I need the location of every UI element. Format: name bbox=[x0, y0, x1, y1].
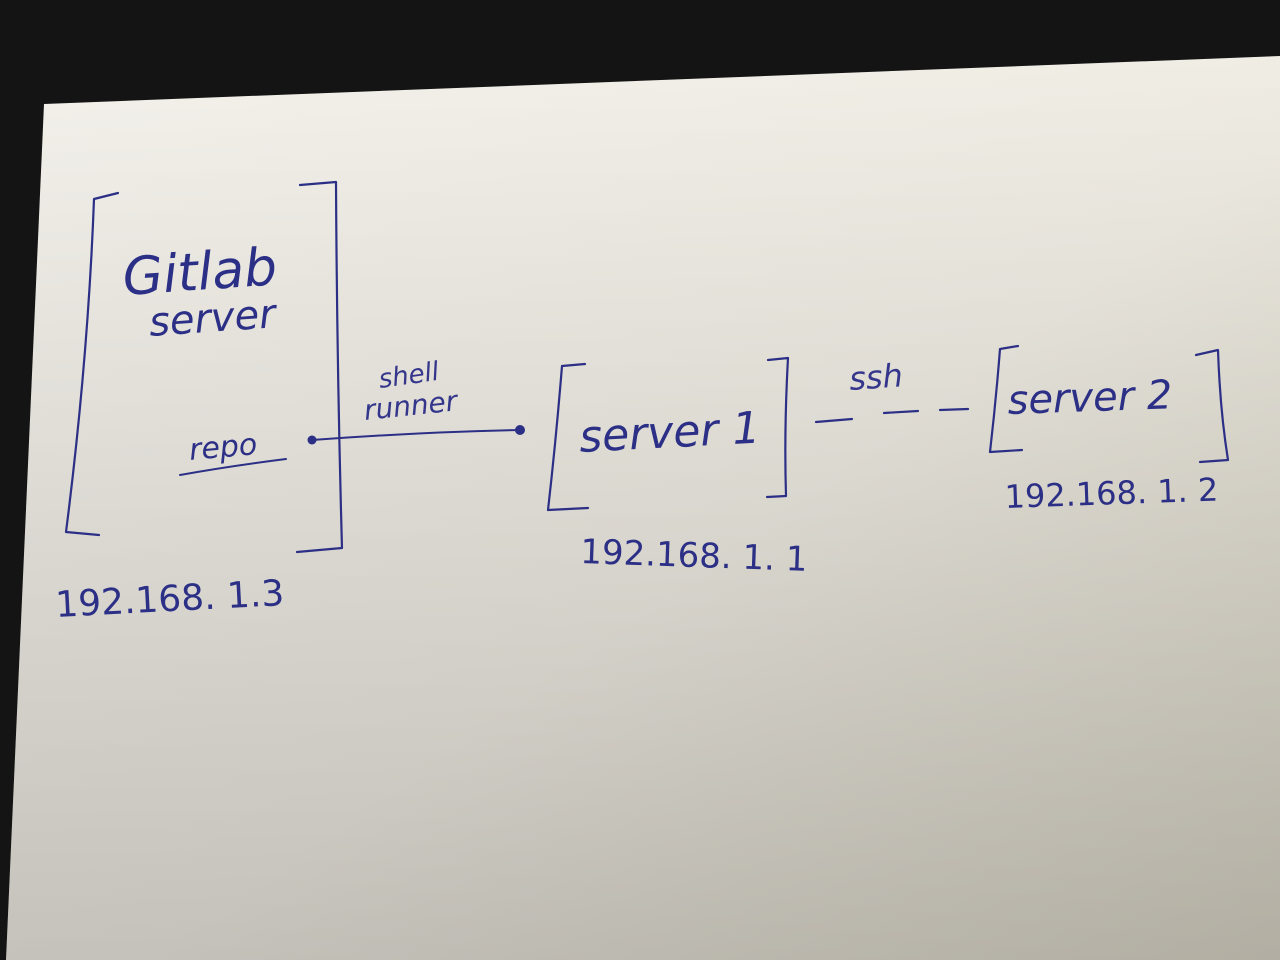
server1-node: server 1 192.168. 1. 1 bbox=[546, 356, 808, 580]
server2-right-bracket bbox=[1194, 348, 1230, 464]
ssh-dash-1 bbox=[814, 417, 854, 424]
gitlab-left-bracket bbox=[64, 191, 120, 537]
gitlab-title-line2: server bbox=[147, 291, 279, 346]
gitlab-title-line1: Gitlab bbox=[121, 237, 279, 308]
server1-left-bracket bbox=[546, 362, 590, 512]
runner-endpoint-start bbox=[307, 435, 317, 445]
ssh-connection: ssh bbox=[814, 356, 970, 424]
gitlab-server-node: Gitlab server repo 192.168. 1.3 bbox=[54, 180, 344, 626]
server1-ip: 192.168. 1. 1 bbox=[580, 532, 808, 580]
server2-left-bracket bbox=[988, 344, 1024, 454]
ssh-dash-3 bbox=[938, 407, 970, 412]
ssh-label: ssh bbox=[848, 356, 904, 398]
server1-right-bracket bbox=[765, 356, 790, 499]
server2-node: server 2 192.168. 1. 2 bbox=[988, 344, 1230, 516]
ssh-dash-2 bbox=[882, 409, 920, 415]
runner-line bbox=[311, 429, 521, 441]
runner-endpoint-end bbox=[515, 425, 525, 435]
repo-underline bbox=[179, 458, 287, 476]
gitlab-right-bracket bbox=[295, 180, 344, 554]
server1-label: server 1 bbox=[578, 403, 762, 463]
paper-shading bbox=[6, 56, 1280, 960]
repo-label: repo bbox=[188, 427, 259, 468]
server2-ip: 192.168. 1. 2 bbox=[1004, 471, 1219, 516]
server2-label: server 2 bbox=[1007, 372, 1173, 424]
